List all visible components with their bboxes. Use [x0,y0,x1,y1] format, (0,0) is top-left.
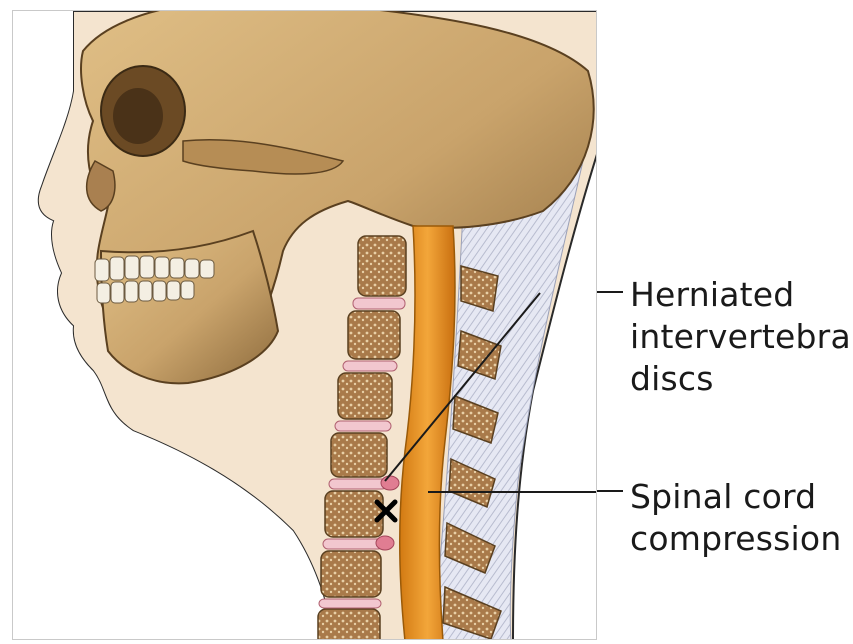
callout-connectors [597,0,627,644]
jaw [101,231,278,383]
label-line: compression [630,518,841,560]
label-line: intervertebral [630,316,853,358]
label-line: discs [630,358,853,400]
herniated-discs-label: Herniated intervertebral discs [630,274,853,400]
neck-anatomy-illustration [12,10,597,640]
label-line: Spinal cord [630,476,841,518]
spinal-cord-compression-label: Spinal cord compression [630,476,841,560]
label-line: Herniated [630,274,853,316]
